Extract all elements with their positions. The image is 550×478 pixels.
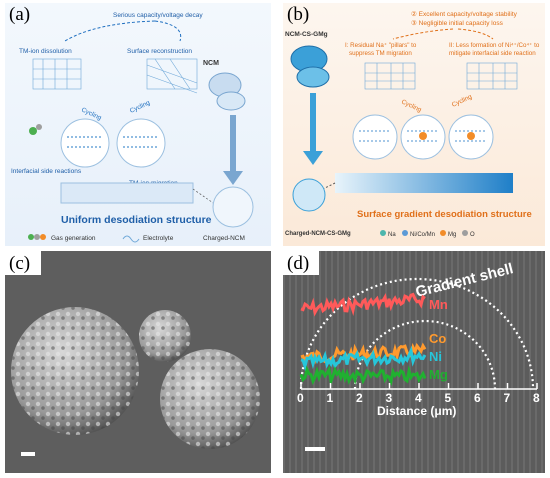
gas-bubble-icon bbox=[29, 124, 42, 135]
legend-mg-icon bbox=[440, 230, 446, 236]
residual-line-2: suppress TM migration bbox=[349, 50, 412, 57]
less-line-1: II: Less formation of Ni⁴⁺/Co⁴⁺ to bbox=[449, 42, 540, 49]
panel-d-label-bg bbox=[283, 251, 319, 275]
tick-label: 5 bbox=[445, 391, 452, 405]
tick-label: 6 bbox=[474, 391, 481, 405]
legend-o-icon bbox=[462, 230, 468, 236]
arrow-stability-left bbox=[392, 28, 454, 40]
axis-label: Distance (μm) bbox=[377, 404, 456, 418]
charged-b-text: Charged-NCM-CS-GMg bbox=[285, 231, 351, 237]
zoom-circle-right bbox=[116, 118, 166, 168]
tick-label: 1 bbox=[327, 391, 334, 405]
slab bbox=[60, 182, 194, 204]
zoom-line-b bbox=[322, 182, 336, 190]
surface-reconstruction-text: Surface reconstruction bbox=[127, 48, 192, 55]
panel-a: (a) Serious capacity/voltage decay TM-io… bbox=[5, 3, 271, 246]
tick-label: 2 bbox=[356, 391, 363, 405]
lattice-b-left bbox=[364, 62, 416, 90]
arrow-b-down-head bbox=[303, 151, 323, 165]
legend-o: O bbox=[470, 232, 475, 238]
cycling-right-text: Cycling bbox=[129, 99, 152, 115]
gradient-slab bbox=[335, 173, 513, 193]
less-line-2: mitigate interfacial side reaction bbox=[449, 50, 536, 57]
lattice-b-right bbox=[466, 62, 518, 90]
zoom-circle-b-2 bbox=[400, 114, 446, 160]
legend-na-icon bbox=[380, 230, 386, 236]
profile-ni bbox=[300, 345, 427, 372]
arrow-decay-left bbox=[64, 20, 156, 42]
interfacial-text: Interfacial side reactions bbox=[11, 168, 82, 175]
legend-mg: Mg bbox=[448, 232, 456, 238]
electrolyte-legend-text: Electrolyte bbox=[143, 235, 174, 242]
residual-line-1: I: Residual Na⁺ "pillars" to bbox=[345, 42, 417, 49]
lattice-right bbox=[146, 58, 198, 94]
tick-label: 7 bbox=[504, 391, 511, 405]
label-mg: Mg bbox=[429, 367, 448, 382]
charged-sphere-b bbox=[292, 178, 326, 212]
zoom-circle-b-3 bbox=[448, 114, 494, 160]
legend-tm: Ni/Co/Mn bbox=[410, 232, 435, 238]
panel-c-label-bg bbox=[5, 251, 41, 275]
tm-dissolution-text: TM-ion dissolution bbox=[19, 48, 72, 55]
scale-bar-c bbox=[21, 452, 35, 456]
ncm-cs-text: NCM-CS-GMg bbox=[285, 31, 328, 38]
panel-d-label: (d) bbox=[287, 253, 309, 274]
cycling-b-right: Cycling bbox=[451, 93, 474, 109]
sem-image: (c) bbox=[5, 251, 271, 473]
zoom-circle-left bbox=[60, 118, 110, 168]
eds-profiles bbox=[299, 292, 427, 387]
panel-b-label: (b) bbox=[287, 4, 309, 25]
arrow-decay-right bbox=[154, 20, 182, 42]
charged-ncm-sphere bbox=[212, 186, 254, 228]
panel-c: (c) bbox=[5, 251, 271, 473]
panel-a-label: (a) bbox=[9, 4, 30, 25]
label-ni: Ni bbox=[429, 349, 442, 364]
arrow-stability-right bbox=[457, 28, 494, 40]
label-mn: Mn bbox=[429, 297, 448, 312]
gas-legend-icon bbox=[28, 234, 46, 240]
ncm-text: NCM bbox=[203, 60, 219, 67]
profile-mg bbox=[299, 365, 427, 387]
lattice-left bbox=[32, 58, 82, 90]
tick-label: 3 bbox=[386, 391, 393, 405]
axis-ticks: 0 1 2 3 4 5 6 7 8 bbox=[297, 383, 540, 405]
decay-text: Serious capacity/voltage decay bbox=[113, 12, 203, 19]
arrow-down-head bbox=[223, 171, 243, 185]
panel-c-label: (c) bbox=[9, 253, 30, 274]
scale-bar-d bbox=[305, 447, 325, 451]
label-co: Co bbox=[429, 331, 446, 346]
ncm-sphere-icon bbox=[208, 72, 246, 111]
zoom-line bbox=[192, 188, 220, 208]
cycling-b-left: Cycling bbox=[400, 98, 423, 114]
tick-label: 8 bbox=[533, 391, 540, 405]
profile-mn bbox=[300, 292, 426, 317]
legend-na: Na bbox=[388, 232, 396, 238]
electrolyte-legend-icon bbox=[122, 235, 140, 243]
stability-line-2: ③ Negligible initial capacity loss bbox=[411, 19, 504, 27]
gradient-title: Surface gradient desodiation structure bbox=[357, 209, 532, 220]
stability-line-1: ② Excellent capacity/voltage stability bbox=[411, 10, 518, 18]
uniform-title: Uniform desodiation structure bbox=[61, 214, 212, 226]
ncm-cs-sphere-icon bbox=[290, 45, 330, 88]
tick-label: 4 bbox=[415, 391, 422, 405]
gas-legend-text: Gas generation bbox=[51, 235, 96, 242]
legend-tm-icon bbox=[402, 230, 408, 236]
panel-b: (b) ② Excellent capacity/voltage stabili… bbox=[283, 3, 545, 246]
legend-b: Na Ni/Co/Mn Mg O bbox=[380, 230, 475, 238]
tick-label: 0 bbox=[297, 391, 304, 405]
zoom-circle-b-1 bbox=[352, 114, 398, 160]
charged-ncm-text: Charged-NCM bbox=[203, 235, 245, 242]
